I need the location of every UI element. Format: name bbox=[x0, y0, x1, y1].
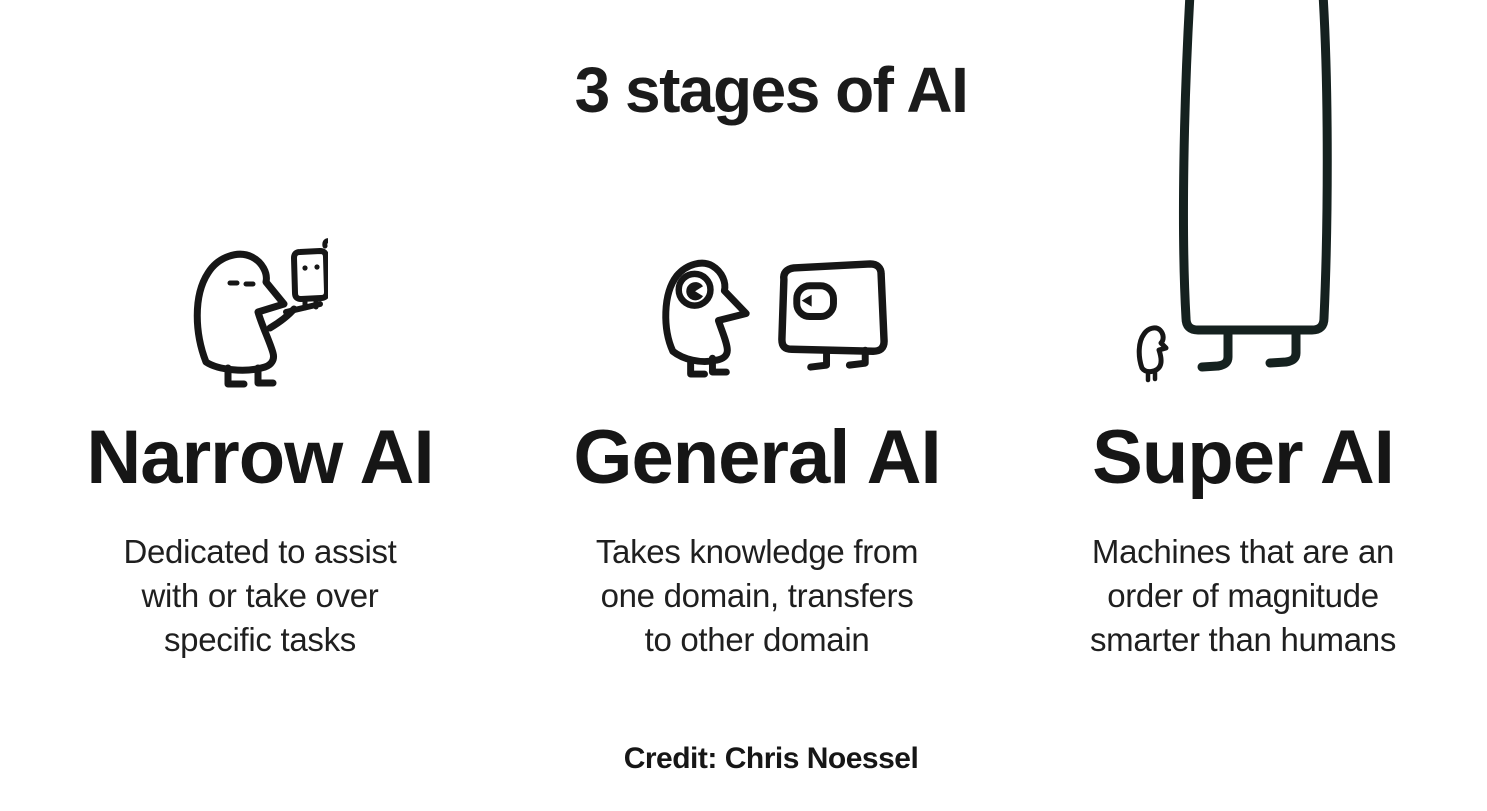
stage-general-ai: General AI Takes knowledge from one doma… bbox=[522, 420, 992, 662]
person-facing-robot-icon bbox=[662, 259, 888, 378]
description-line: specific tasks bbox=[163, 621, 357, 658]
description-line: Machines that are an bbox=[1091, 533, 1395, 570]
stage-name-narrow-ai: Narrow AI bbox=[86, 415, 434, 500]
stage-description-general-ai: Takes knowledge from one domain, transfe… bbox=[522, 530, 992, 662]
stage-super-ai: Super AI Machines that are an order of m… bbox=[1008, 420, 1478, 662]
description-line: Dedicated to assist bbox=[123, 533, 397, 570]
description-line: one domain, transfers bbox=[600, 577, 914, 614]
super-ai-illustration bbox=[1128, 0, 1378, 385]
description-line: with or take over bbox=[141, 577, 379, 614]
giant-robot-and-tiny-person-icon bbox=[1136, 0, 1332, 383]
description-line: smarter than humans bbox=[1089, 621, 1397, 658]
stage-name-general-ai: General AI bbox=[573, 415, 941, 500]
stage-description-narrow-ai: Dedicated to assist with or take over sp… bbox=[25, 530, 495, 662]
stage-narrow-ai: Narrow AI Dedicated to assist with or ta… bbox=[25, 420, 495, 662]
person-holding-small-robot-icon bbox=[193, 238, 328, 388]
narrow-ai-illustration bbox=[178, 238, 328, 388]
description-line: to other domain bbox=[644, 621, 870, 658]
credit-line: Credit: Chris Noessel bbox=[623, 742, 919, 775]
description-line: Takes knowledge from bbox=[595, 533, 919, 570]
general-ai-illustration bbox=[645, 256, 893, 380]
stage-name-super-ai: Super AI bbox=[1092, 415, 1395, 500]
description-line: order of magnitude bbox=[1107, 577, 1379, 614]
page-title: 3 stages of AI bbox=[574, 54, 969, 126]
stage-description-super-ai: Machines that are an order of magnitude … bbox=[1008, 530, 1478, 662]
